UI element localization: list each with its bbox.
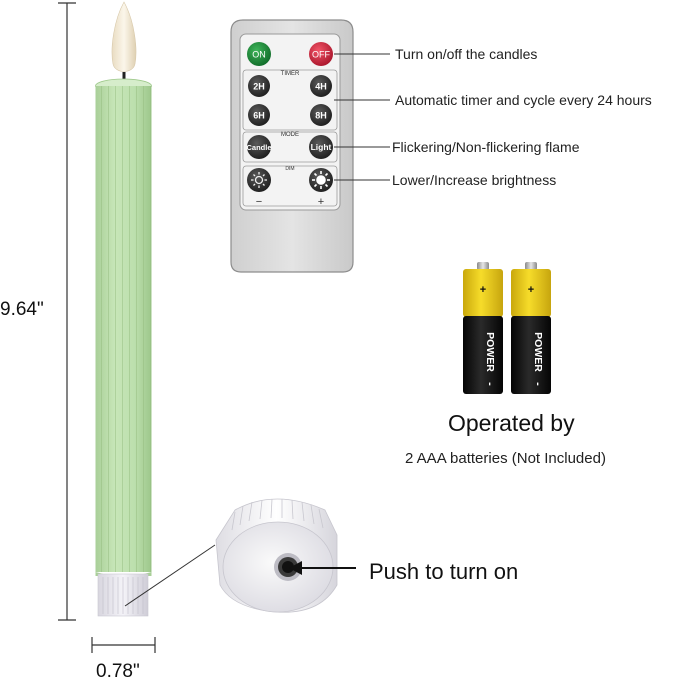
callout-timer: Automatic timer and cycle every 24 hours [395,92,652,108]
dim-minus-label: − [256,196,262,208]
wick-shape [122,72,126,83]
sun-low-icon [251,172,267,188]
battery-2-plus: + [528,284,534,296]
dim-section-label: DIM [285,166,294,172]
timer-2h-button [248,75,270,97]
battery-1-minus: - [484,382,496,386]
dim-lower-button [247,168,271,192]
batteries-title: Operated by [448,410,575,436]
on-button-label: ON [252,50,266,60]
timer-8h-label: 8H [315,111,327,121]
callout-mode: Flickering/Non-flickering flame [392,139,580,155]
battery-1-brand: POWER [484,332,496,372]
width-dimension-line [91,637,156,653]
battery-1 [463,262,503,394]
flame-shape [111,1,137,72]
off-button-label: OFF [312,50,330,60]
timer-4h-label: 4H [315,82,327,92]
callout-power: Turn on/off the candles [395,46,538,62]
callout-dim: Lower/Increase brightness [392,172,557,188]
base-leader-line [124,544,216,607]
sun-high-icon [312,171,330,189]
battery-2-minus: - [532,382,544,386]
mode-light-label: Light [311,142,332,152]
dim-plus-label: + [318,196,324,208]
mode-candle-button [247,135,271,159]
timer-6h-label: 6H [253,111,265,121]
mode-section-label: MODE [281,132,299,138]
timer-8h-button [310,104,332,126]
on-button [247,42,271,66]
off-button [309,42,333,66]
mode-candle-label: Candle [246,143,271,152]
width-dimension-label: 0.78" [96,661,140,682]
height-dimension-label: 9.64" [0,299,44,320]
timer-6h-button [248,104,270,126]
timer-section-label: TIMER [281,71,300,77]
battery-2-brand: POWER [532,332,544,372]
battery-1-plus: + [480,284,486,296]
arrow-left-icon [289,561,356,575]
height-dimension-line [58,2,76,621]
timer-4h-button [310,75,332,97]
timer-2h-label: 2H [253,82,265,92]
batteries-subtitle: 2 AAA batteries (Not Included) [405,450,606,467]
mode-light-button [309,135,333,159]
switch-label: Push to turn on [369,559,519,584]
battery-2 [511,262,551,394]
